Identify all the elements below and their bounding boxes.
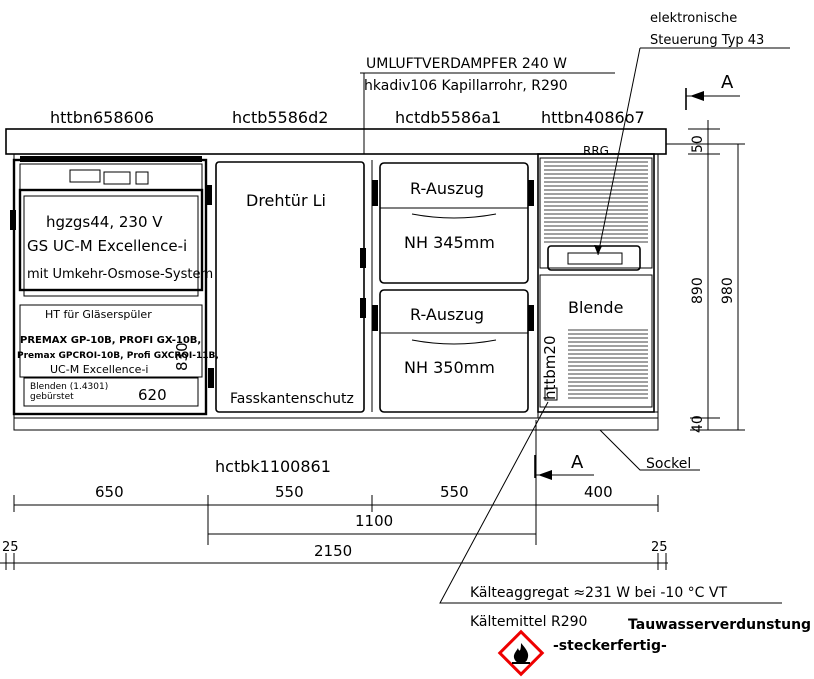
flammable-warning-icon [497,629,545,677]
door-label: Drehtür Li [246,191,326,210]
stecker-label: -steckerfertig- [553,638,667,654]
drawer-bottom-label: R-Auszug [410,305,484,324]
dishwasher-blend-2: gebürstet [30,392,74,402]
dishwasher-width: 620 [138,386,167,404]
section-a-bottom: A [571,452,584,473]
dimension-chain-top [13,420,659,545]
dim-400: 400 [584,483,613,501]
compressor-module [537,153,659,419]
dishwasher-box-line1: PREMAX GP-10B, PROFI GX-10B, [20,335,201,346]
section-a-bottom-arrow [538,470,552,480]
tauwasser-label: Tauwasserverdunstung [628,617,811,633]
dim-890: 890 [690,277,706,304]
control-leader [597,47,641,256]
blende-label: Blende [568,298,623,317]
drawer-module [372,162,534,413]
sockel-label: Sockel [646,456,691,472]
worktop [5,128,667,155]
section-a-top: A [721,72,734,93]
drawer-top [379,162,529,284]
base-code: hctbk1100861 [215,457,331,476]
refrigeration-line2: Kältemittel R290 [470,614,587,630]
drawer-bottom [379,289,529,413]
dim-550a: 550 [275,483,304,501]
module-code-4: httbn4086o7 [541,108,645,127]
dishwasher-box-title: HT für Gläserspüler [45,308,152,321]
section-a-top-arrow [690,91,704,101]
drawer-top-label: R-Auszug [410,179,484,198]
dishwasher-blend-1: Blenden (1.4301) [30,382,108,392]
dishwasher-box-line3: UC-M Excellence-i [50,363,148,376]
dim-2150: 2150 [314,542,352,560]
dishwasher-height: 830 [173,342,191,371]
dishwasher-line3: mit Umkehr-Osmose-System [27,267,213,282]
drawer-bottom-nh: NH 350mm [404,358,495,377]
plinth [13,417,659,431]
control-label-2: Steuerung Typ 43 [650,33,764,48]
dim-25-right: 25 [651,540,668,555]
door-bottom-label: Fasskantenschutz [230,391,354,407]
control-label-1: elektronische [650,11,737,26]
refrigeration-line1: Kälteaggregat ≈231 W bei -10 °C VT [470,585,727,601]
dishwasher-line1: hgzgs44, 230 V [46,213,163,231]
vertical-code: httbm20 [541,336,559,401]
dishwasher-box-line2: Premax GPCROI-10B, Profi GXCROI-11B, [17,351,219,361]
rrg-label: RRG [583,144,609,158]
control-panel [547,245,641,271]
dimension-chain-vertical [666,120,745,431]
evaporator-subtitle: hkadiv106 Kapillarrohr, R290 [364,78,568,94]
dim-650: 650 [95,483,124,501]
dishwasher-line2: GS UC-M Excellence-i [27,237,187,255]
vent-grille [544,161,648,243]
dim-1100: 1100 [355,512,393,530]
dim-550b: 550 [440,483,469,501]
dim-50: 50 [690,135,706,153]
module-code-2: hctb5586d2 [232,108,328,127]
dim-980: 980 [720,277,736,304]
vent-grille [568,329,648,399]
sockel-leader [599,429,700,471]
drawer-top-nh: NH 345mm [404,233,495,252]
dim-40: 40 [690,415,706,433]
evaporator-title: UMLUFTVERDAMPFER 240 W [366,56,567,72]
module-code-3: hctdb5586a1 [395,108,501,127]
dishwasher-module [10,156,212,416]
door-module [208,160,373,413]
module-code-1: httbn658606 [50,108,154,127]
refrigeration-leader [439,401,549,604]
dim-25-left: 25 [2,540,19,555]
